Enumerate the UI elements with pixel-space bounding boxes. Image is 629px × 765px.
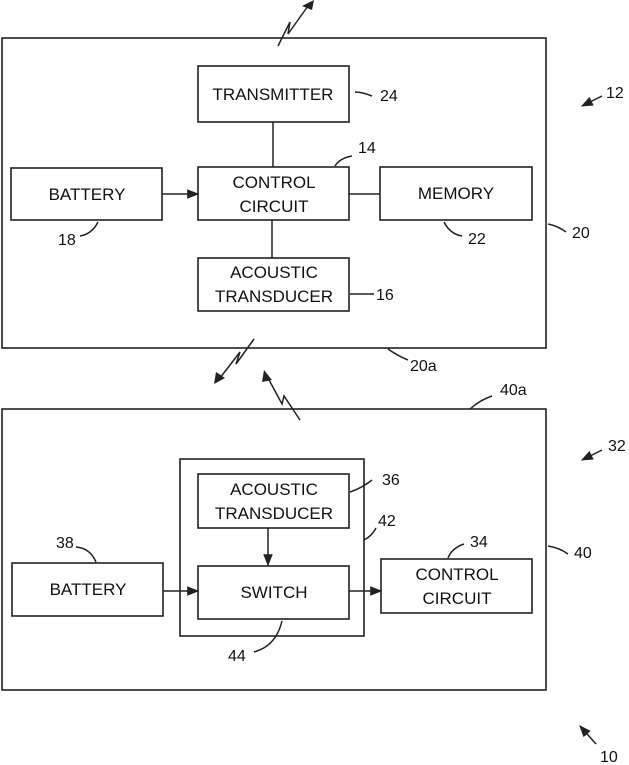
battery-label-top: BATTERY [49,185,126,204]
leader-42 [364,528,376,540]
ref-40: 40 [574,545,592,562]
acoustic-transducer-label-line2-bottom: TRANSDUCER [215,504,333,523]
switch-label: SWITCH [240,583,307,602]
transmitter-label: TRANSMITTER [213,85,334,104]
battery-label-bottom: BATTERY [50,580,127,599]
ref-44: 44 [228,648,246,665]
control-circuit-label-line2-top: CIRCUIT [240,197,309,216]
control-circuit-label-line2-bottom: CIRCUIT [423,589,492,608]
leader-18 [80,222,98,236]
wireless-signal-top-icon [278,6,308,46]
leader-40 [548,546,568,554]
leader-14 [335,156,352,166]
ref-38: 38 [56,535,74,552]
ref-14: 14 [358,140,376,157]
ref-42: 42 [378,513,396,530]
memory-label: MEMORY [418,184,494,203]
leader-22 [444,222,462,236]
pointer-10-icon [580,726,596,744]
control-circuit-label-line1-bottom: CONTROL [415,565,498,584]
leader-36 [350,480,372,492]
control-circuit-label-line1-top: CONTROL [232,173,315,192]
ref-24: 24 [380,88,398,105]
ref-16: 16 [376,287,394,304]
acoustic-transducer-label-line2-top: TRANSDUCER [215,287,333,306]
ref-20a: 20a [410,358,437,375]
ref-32: 32 [608,438,626,455]
ref-10: 10 [600,749,618,765]
leader-24 [355,92,372,96]
ref-12: 12 [606,85,624,102]
pointer-32-icon [582,450,602,460]
ref-36: 36 [382,472,400,489]
leader-38 [76,547,96,562]
leader-40a [470,396,492,409]
acoustic-signal-up-icon [268,378,300,420]
ref-22: 22 [468,231,486,248]
leader-34 [448,544,464,558]
signal-arrowhead-up-icon [262,370,272,382]
ref-20: 20 [572,225,590,242]
acoustic-transducer-label-line1-bottom: ACOUSTIC [230,480,318,499]
ref-34: 34 [470,534,488,551]
acoustic-signal-down-icon [220,339,254,378]
leader-20 [548,224,566,232]
signal-arrowhead-top-icon [302,0,314,10]
leader-20a [388,349,408,360]
acoustic-transducer-label-line1-top: ACOUSTIC [230,263,318,282]
pointer-12-icon [582,96,602,106]
ref-40a: 40a [500,382,527,399]
ref-18: 18 [58,232,76,249]
